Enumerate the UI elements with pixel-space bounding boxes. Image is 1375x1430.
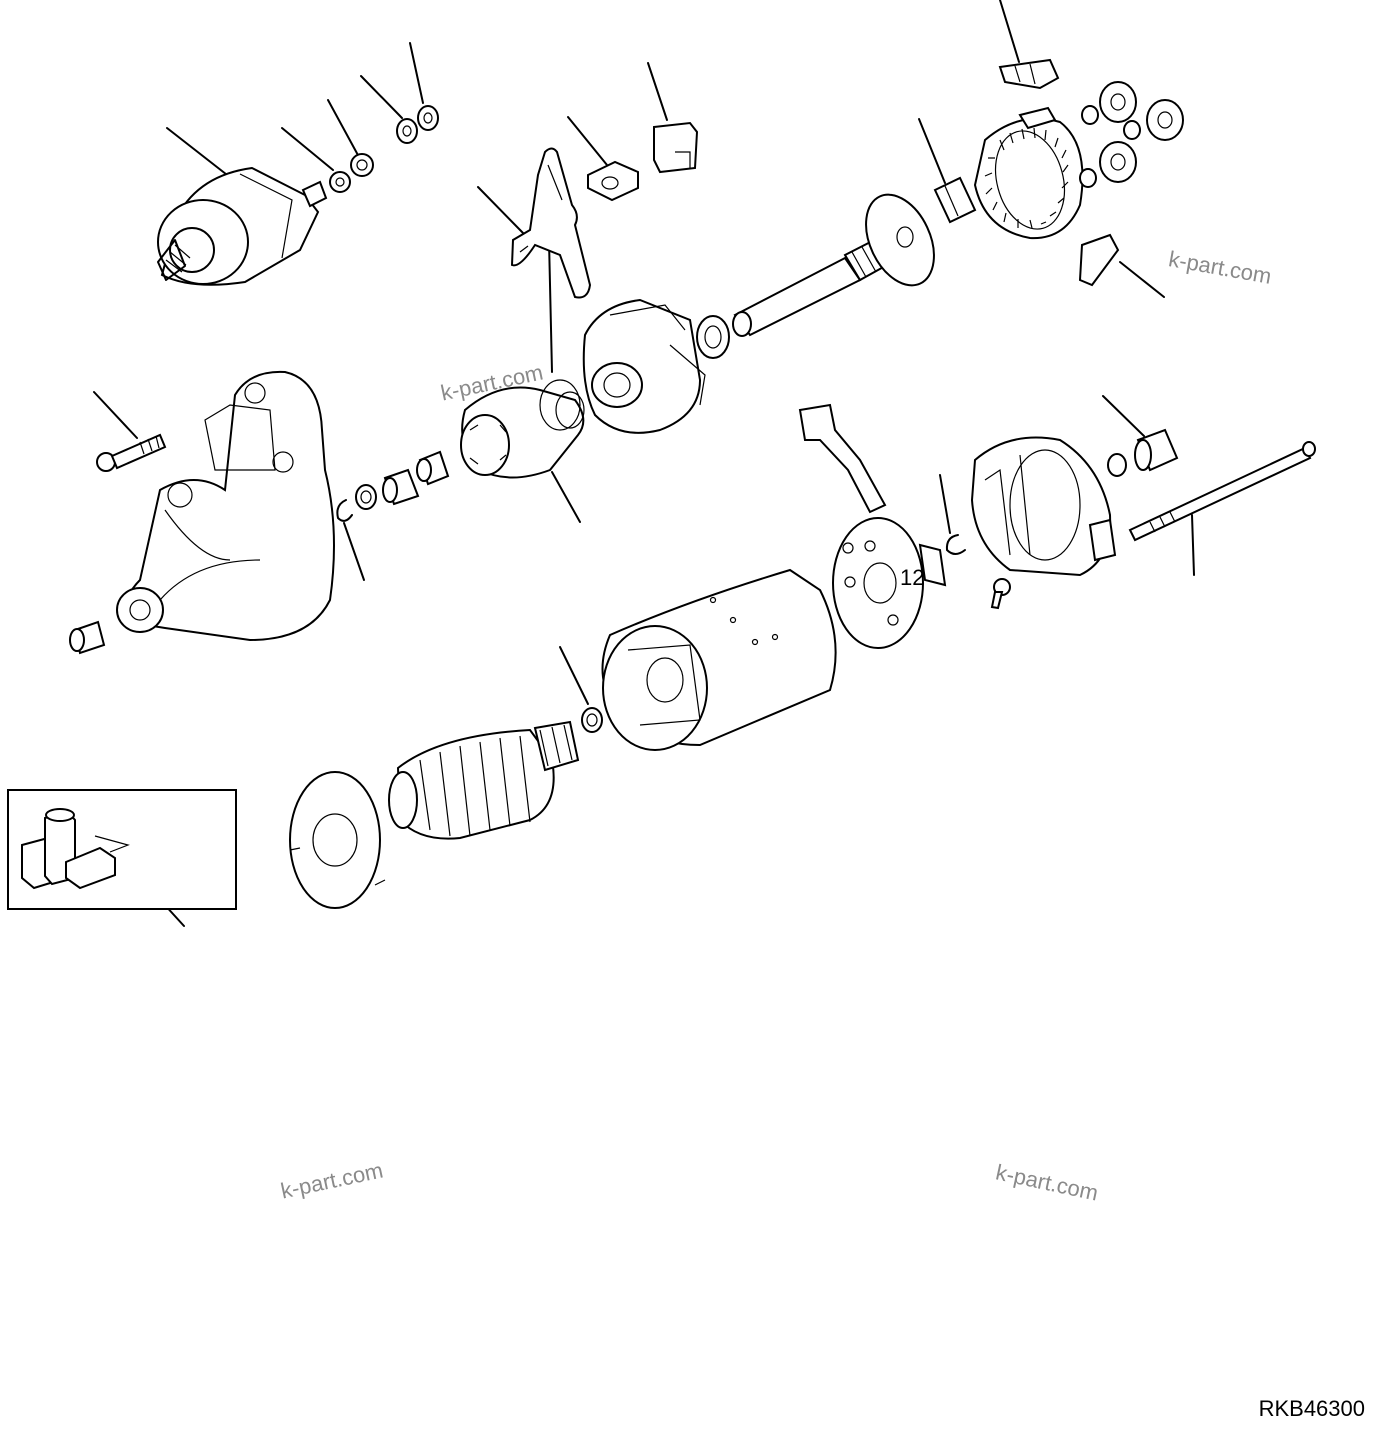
drive-lever: [510, 147, 592, 299]
solenoid-nut-1: [350, 153, 374, 177]
planet-gear-2: [1146, 99, 1184, 141]
rear-cover: [970, 436, 1117, 577]
rear-washer: [1107, 453, 1127, 477]
front-bushing: [69, 620, 106, 655]
through-bolt-long: [1128, 441, 1316, 542]
snap-ring: [336, 499, 353, 522]
solenoid-washer-2: [396, 118, 418, 144]
rear-bushing: [1134, 428, 1179, 472]
rubber-block: [653, 121, 699, 174]
drive-flange: [865, 193, 935, 287]
gear-case-washer: [696, 315, 730, 359]
armature: [388, 720, 580, 840]
planet-gear-1: [1099, 81, 1137, 123]
brush-holder: [798, 403, 947, 649]
through-bolt-short: [96, 433, 167, 472]
solenoid-switch: [157, 166, 328, 286]
drawing-code: RKB46300: [1258, 1396, 1365, 1421]
ring-block: [933, 176, 977, 224]
overrunning-clutch: [460, 379, 585, 479]
yoke-assembly: [601, 568, 837, 751]
packing-piece: [998, 58, 1060, 90]
leader-lines: [93, 0, 1195, 927]
brush-screw: [990, 578, 1011, 610]
grease-kit-box: [7, 789, 237, 910]
front-housing: [116, 370, 335, 642]
lock-plate: [945, 534, 966, 555]
solenoid-washer-1: [329, 171, 351, 193]
yoke-washer: [581, 707, 603, 733]
pinion-collar-1: [382, 468, 420, 506]
dust-cover: [289, 771, 386, 909]
solenoid-nut-2: [417, 105, 439, 131]
gear-case: [582, 298, 706, 434]
gear-bracket: [1078, 233, 1120, 287]
stop-ring: [355, 484, 377, 510]
pinion-collar-2: [416, 450, 450, 486]
callout-number: 12: [900, 565, 925, 590]
planet-washers: [1079, 105, 1141, 188]
planet-gear-3: [1099, 141, 1137, 183]
lever-pin: [587, 160, 639, 202]
internal-gear: [973, 106, 1084, 240]
